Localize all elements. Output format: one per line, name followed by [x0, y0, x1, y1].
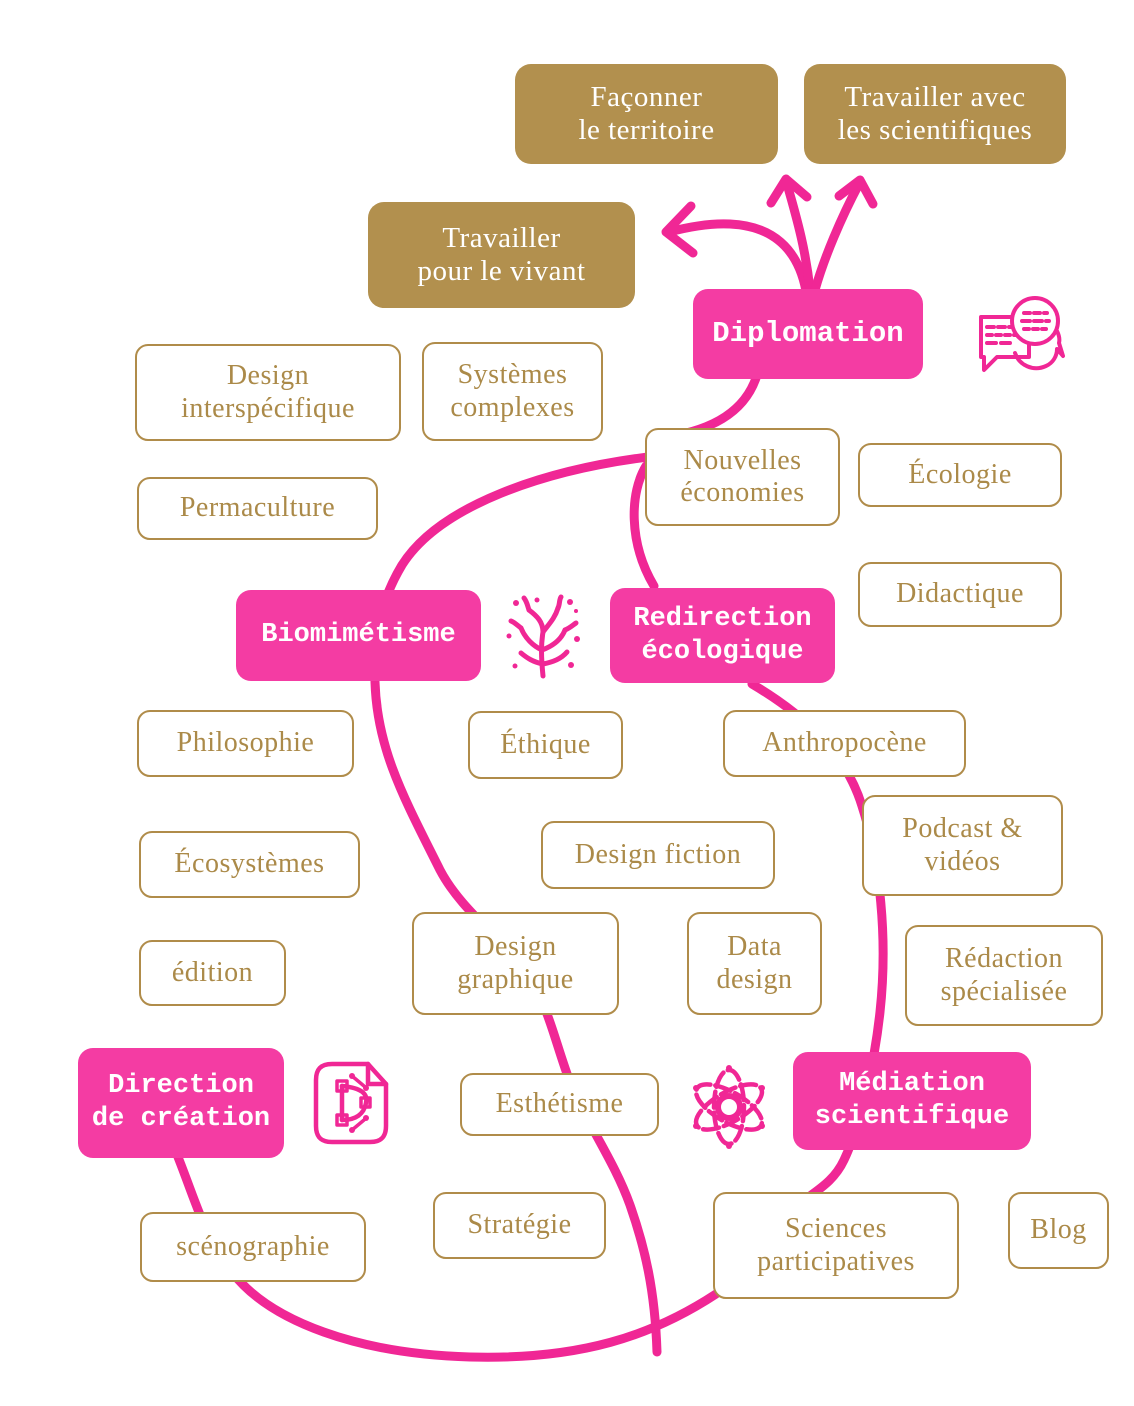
node-ethique: Éthique: [468, 711, 623, 779]
node-redaction-specialisee: Rédaction spécialisée: [905, 925, 1103, 1026]
node-faconner-le-territoire: Façonner le territoire: [515, 64, 778, 164]
node-anthropocene: Anthropocène: [723, 710, 966, 777]
node-esthetisme: Esthétisme: [460, 1073, 659, 1136]
node-biomimetisme: Biomimétisme: [236, 590, 481, 681]
pen-tool-icon: [313, 1061, 389, 1145]
node-permaculture: Permaculture: [137, 477, 378, 540]
node-direction-de-creation: Direction de création: [78, 1048, 284, 1158]
arrowhead-left: [661, 201, 698, 258]
node-diplomation: Diplomation: [693, 289, 923, 379]
node-design-interspecifique: Design interspécifique: [135, 344, 401, 441]
node-scenographie: scénographie: [140, 1212, 366, 1282]
arrow-to-faconner: [782, 179, 815, 295]
chat-icon: [979, 296, 1065, 372]
node-blog: Blog: [1008, 1192, 1109, 1269]
node-strategie: Stratégie: [433, 1192, 606, 1259]
node-redirection-ecologique: Redirection écologique: [610, 588, 835, 683]
coral-icon: [506, 594, 580, 679]
arrow-to-travailler-vivant: [664, 219, 811, 296]
node-travailler-avec-les-scientifiques: Travailler avec les scientifiques: [804, 64, 1066, 164]
arrow-to-scientifiques: [810, 179, 864, 295]
curve-nouvelles-redirection: [629, 461, 659, 591]
node-design-fiction: Design fiction: [541, 821, 775, 889]
atom-icon: [693, 1065, 765, 1149]
node-podcast-videos: Podcast & vidéos: [862, 795, 1063, 896]
node-mediation-scientifique: Médiation scientifique: [793, 1052, 1031, 1150]
node-nouvelles-economies: Nouvelles économies: [645, 428, 840, 526]
node-data-design: Data design: [687, 912, 822, 1015]
node-ecosystemes: Écosystèmes: [139, 831, 360, 898]
node-design-graphique: Design graphique: [412, 912, 619, 1015]
node-travailler-pour-le-vivant: Travailler pour le vivant: [368, 202, 635, 308]
node-sciences-participatives: Sciences participatives: [713, 1192, 959, 1299]
node-philosophie: Philosophie: [137, 710, 354, 777]
node-edition: édition: [139, 940, 286, 1006]
node-systemes-complexes: Systèmes complexes: [422, 342, 603, 441]
curve-left-spine: [370, 452, 662, 1357]
node-didactique: Didactique: [858, 562, 1062, 627]
arrowhead-right: [834, 175, 878, 209]
node-ecologie: Écologie: [858, 443, 1062, 507]
arrowhead-middle: [766, 174, 812, 208]
